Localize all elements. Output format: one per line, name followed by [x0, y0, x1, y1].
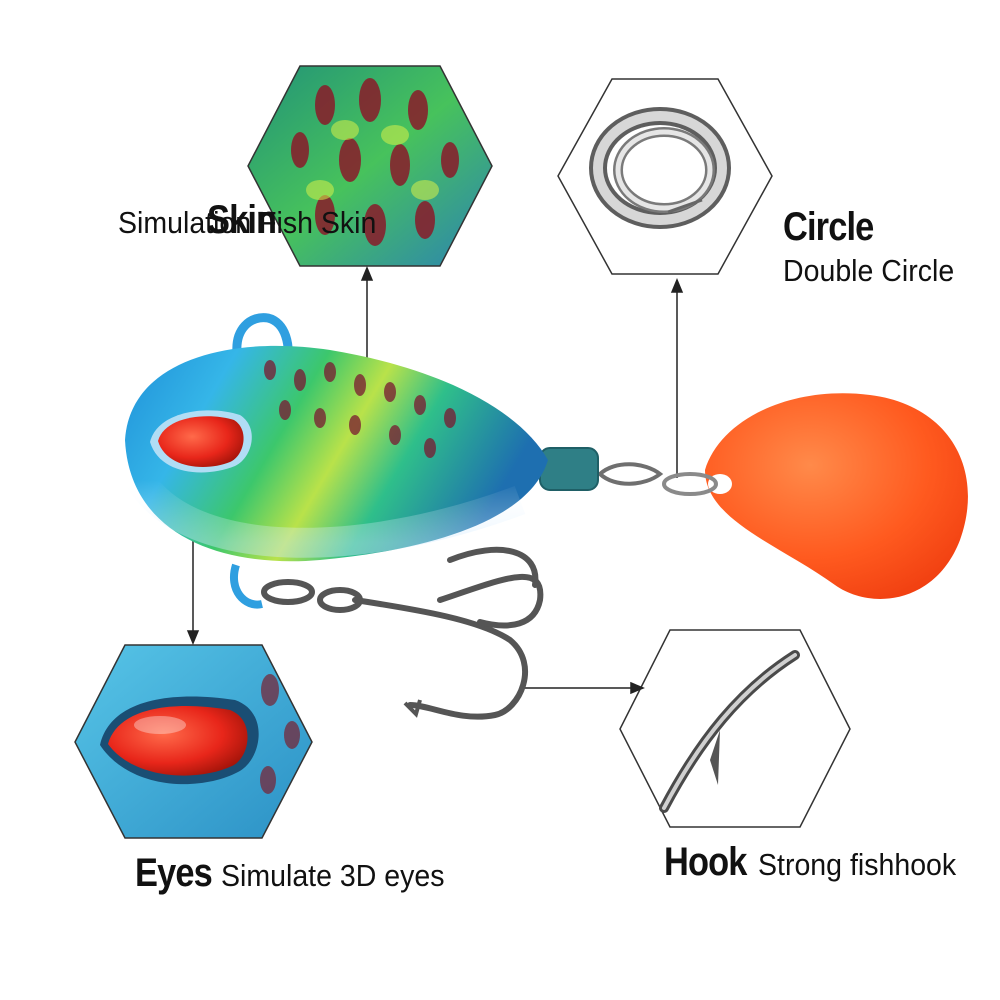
eyes-callout: Eyes Simulate 3D eyes — [135, 853, 464, 893]
treble-hook — [261, 546, 544, 720]
split-ring-closeup-hexagon — [557, 78, 773, 275]
eyes-title: Eyes — [135, 851, 213, 895]
hook-description: Strong fishhook — [758, 847, 957, 882]
hook-title: Hook — [664, 840, 747, 884]
circle-title: Circle — [783, 205, 874, 249]
lure-body — [125, 345, 548, 562]
fishing-lure — [125, 313, 968, 720]
spinner-blade — [705, 393, 968, 599]
skin-title: Skin — [207, 198, 277, 242]
hook-callout: Hook Strong fishhook — [664, 842, 974, 882]
skin-closeup-hexagon — [247, 65, 493, 267]
circle-callout: Circle Double Circle — [783, 207, 1000, 286]
skin-callout: Skin Simulation Fish Skin — [118, 198, 399, 242]
circle-description: Double Circle — [783, 253, 955, 288]
eyes-description: Simulate 3D eyes — [220, 858, 445, 893]
skin-description: Simulation Fish Skin — [117, 205, 377, 240]
hook-closeup-hexagon — [619, 629, 851, 828]
eye-closeup-hexagon — [74, 644, 313, 839]
lure-eye — [158, 416, 244, 468]
